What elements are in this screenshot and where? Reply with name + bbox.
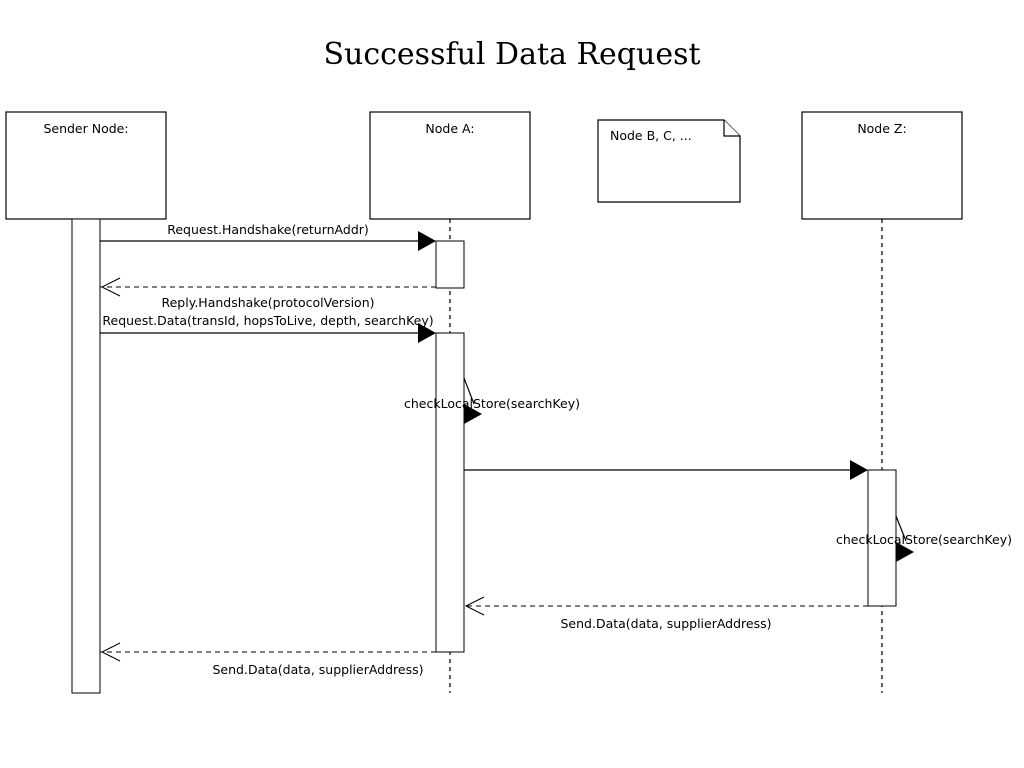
node-z-activation [867,469,897,607]
message-label: checkLocalStore(searchKey) [836,532,1012,547]
participant-box [801,111,963,220]
arrowhead [896,542,914,562]
message-label: Send.Data(data, supplierAddress) [560,616,771,631]
message-request-data: Request.Data(transId, hopsToLive, depth,… [100,313,436,343]
participant-label: Node A: [425,121,474,136]
message-forward-request [464,460,868,480]
diagram-title: Successful Data Request [323,37,700,72]
message-label: checkLocalStore(searchKey) [404,396,580,411]
node-a-activation-request [435,332,465,653]
participant-box [369,111,531,220]
node-a-activation-handshake [435,240,465,289]
arrowhead [850,460,868,480]
message-label: Request.Handshake(returnAddr) [167,222,369,237]
message-label: Reply.Handshake(protocolVersion) [161,295,374,310]
note-box [597,119,741,203]
participant-label: Sender Node: [43,121,128,136]
note-label: Node B, C, ... [610,128,692,143]
self-call-line [463,377,475,405]
arrowhead [464,404,482,424]
participant-box [5,111,167,220]
participant-node-a: Node A: [369,111,531,220]
message-send-data-z-to-a: Send.Data(data, supplierAddress) [464,596,868,631]
message-reply-handshake: Reply.Handshake(protocolVersion) [100,277,436,310]
message-send-data-a-to-sender: Send.Data(data, supplierAddress) [100,642,436,677]
participant-node-z: Node Z: [801,111,963,220]
message-label: Send.Data(data, supplierAddress) [212,662,423,677]
open-arrowhead [100,277,121,297]
arrowhead [418,323,436,343]
message-request-handshake: Request.Handshake(returnAddr) [100,222,436,251]
participant-sender-node: Sender Node: [5,111,167,220]
message-check-local-store-z: checkLocalStore(searchKey) [836,515,1012,562]
open-arrowhead [100,642,121,662]
sender-activation-bar [71,218,101,694]
open-arrowhead [464,596,485,616]
self-call-line [895,515,907,542]
note-other-nodes: Node B, C, ... [597,119,741,203]
participant-label: Node Z: [857,121,906,136]
message-check-local-store-a: checkLocalStore(searchKey) [404,377,580,424]
message-label: Request.Data(transId, hopsToLive, depth,… [102,313,433,328]
arrowhead [418,231,436,251]
note-fold [723,120,740,137]
